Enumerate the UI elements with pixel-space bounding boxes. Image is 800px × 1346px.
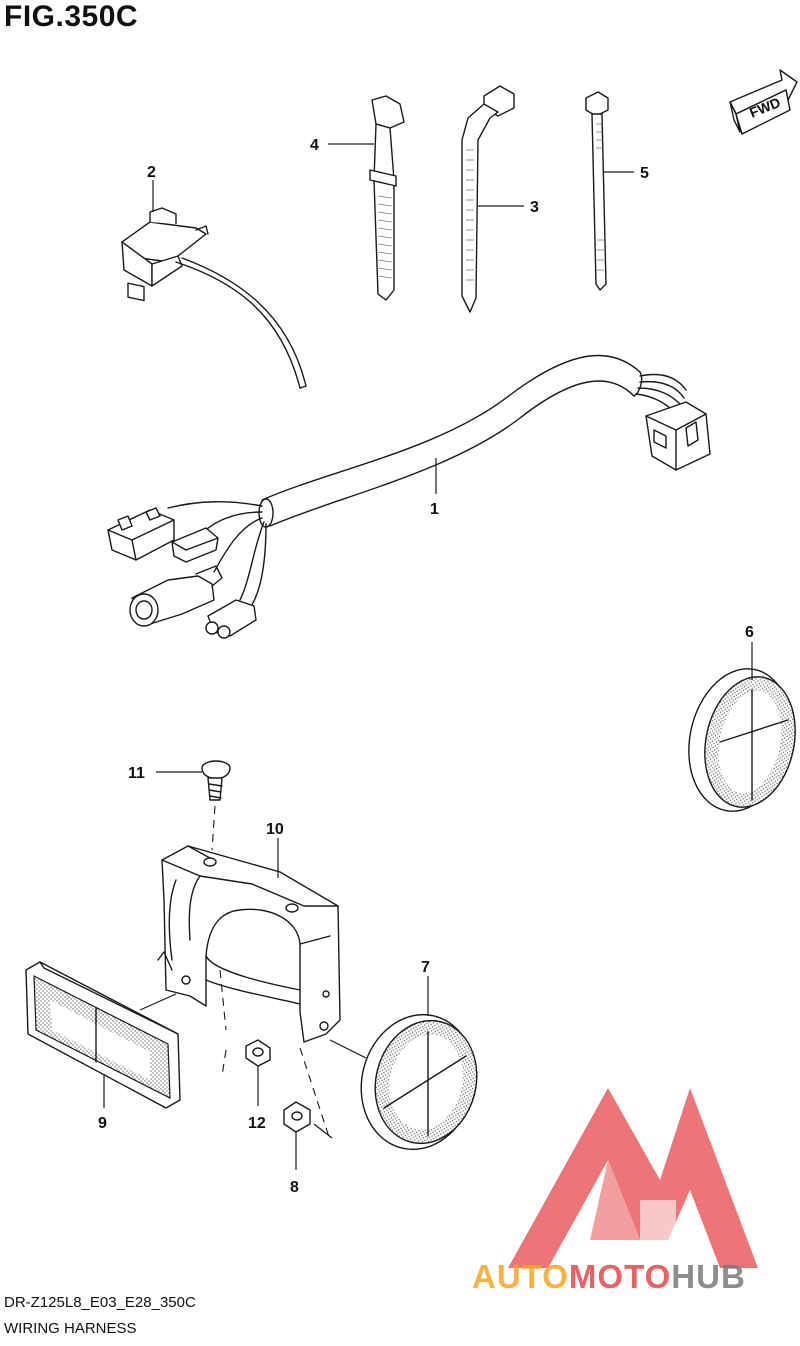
callout-10: 10 [266,821,284,838]
callout-6: 6 [745,624,754,641]
callout-8: 8 [290,1179,299,1196]
watermark-logo [508,1088,758,1268]
watermark-brand: AUTOMOTOHUB [472,1258,746,1296]
figure-title: FIG.350C [4,0,139,33]
section-name: WIRING HARNESS [4,1320,137,1337]
callout-5: 5 [640,165,649,182]
part-3-tie [461,85,515,313]
part-8-nut [283,1101,311,1133]
part-7-reflector [360,1013,478,1151]
part-2-connector [121,207,307,389]
part-5-tie [585,91,609,291]
callout-2: 2 [147,164,156,181]
callout-11: 11 [128,765,145,782]
callout-4: 4 [310,137,319,154]
part-11-screw [201,760,231,801]
watermark-brand-part2: MOTO [568,1258,672,1295]
part-6-reflector [688,668,796,812]
callout-12: 12 [248,1115,266,1132]
watermark-brand-part1: AUTO [472,1258,569,1295]
fwd-arrow-icon: FWD [729,69,798,135]
part-12-nut [245,1039,271,1067]
callout-7: 7 [421,959,430,976]
callout-9: 9 [98,1115,107,1132]
part-10-bracket [157,845,341,1043]
model-code: DR-Z125L8_E03_E28_350C [4,1294,196,1311]
part-9-reflector [25,961,181,1109]
part-4-band [369,95,405,301]
callout-3: 3 [530,199,539,216]
watermark-brand-part3: HUB [671,1258,746,1295]
part-1-wiring-harness [107,354,711,639]
callout-1: 1 [430,501,439,518]
